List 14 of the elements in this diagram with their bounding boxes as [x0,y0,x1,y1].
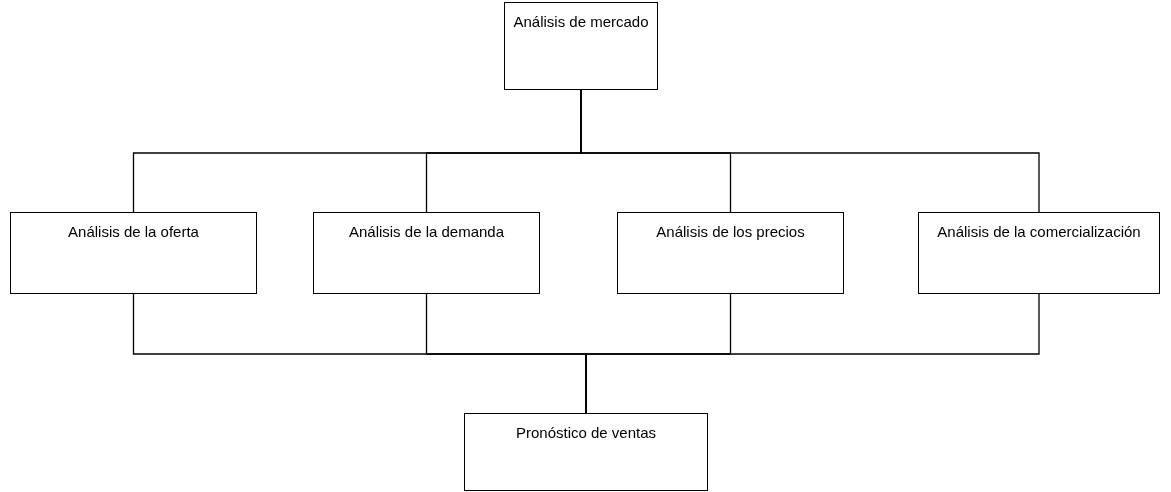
process-box [464,413,708,491]
process-box [504,2,658,90]
box-label: Pronóstico de ventas [515,423,657,443]
connector-line [580,89,1040,213]
process-box [10,212,257,294]
process-box [313,212,540,294]
box-label: Análisis de mercado [513,12,649,32]
box-label: Análisis de los precios [656,222,805,242]
box-label: Análisis de la demanda [348,222,505,242]
box-label: Análisis de la comercialización [937,222,1141,242]
process-box [918,212,1160,294]
box-label: Análisis de la oferta [68,222,199,242]
process-box [617,212,844,294]
connector-line [585,293,1040,414]
